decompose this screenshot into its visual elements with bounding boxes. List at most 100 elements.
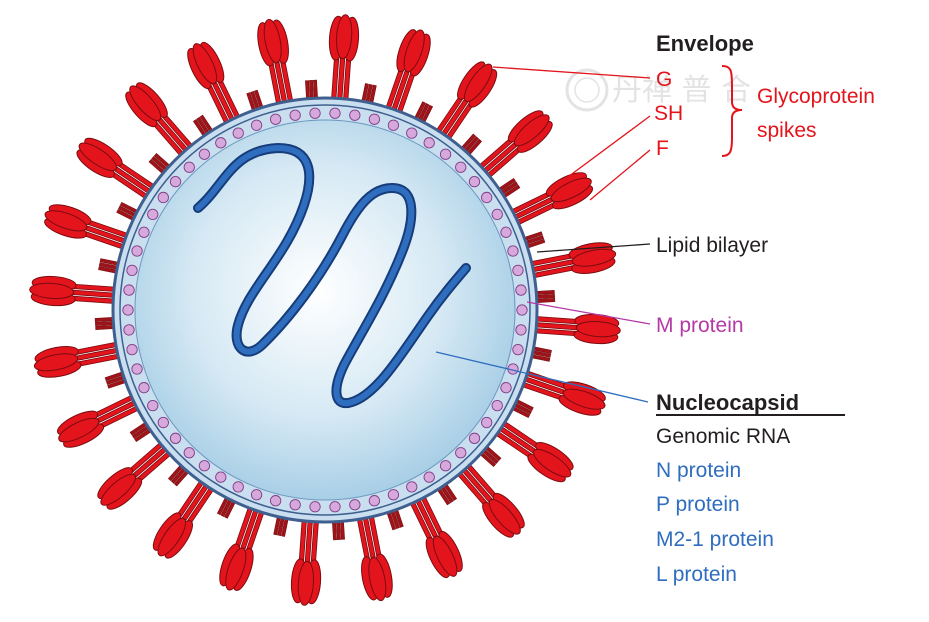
m-protein-bead bbox=[289, 499, 301, 511]
m-protein-bead bbox=[491, 399, 503, 412]
glycoprotein-spike bbox=[29, 275, 121, 307]
m-protein-bead bbox=[138, 226, 150, 238]
m-protein-bead bbox=[439, 148, 452, 160]
label-n-protein: N protein bbox=[656, 459, 741, 482]
leader-lipid bbox=[536, 243, 651, 253]
m-protein-bead bbox=[515, 324, 527, 336]
m-protein-bead bbox=[131, 245, 143, 257]
glycoprotein-spike bbox=[187, 41, 243, 129]
m-protein-bead bbox=[169, 176, 182, 188]
m-protein-bead bbox=[406, 481, 418, 493]
virion-core bbox=[134, 119, 516, 501]
glycoprotein-spike bbox=[125, 82, 197, 161]
label-p-protein: P protein bbox=[656, 493, 740, 516]
m-protein-bead bbox=[138, 382, 150, 394]
glycoprotein-spike bbox=[33, 340, 125, 378]
leader-g bbox=[492, 66, 651, 79]
m-protein-bead bbox=[368, 113, 381, 125]
m-protein-bead bbox=[131, 363, 143, 375]
m-protein-bead bbox=[232, 481, 244, 493]
label-glycoprotein: Glycoprotein bbox=[757, 85, 875, 108]
leader-f bbox=[589, 149, 651, 201]
m-protein-bead bbox=[481, 191, 493, 204]
glycoprotein-spike bbox=[525, 242, 617, 280]
label-nucleocapsid: Nucleocapsid bbox=[656, 390, 799, 415]
glycoprotein-spike bbox=[328, 14, 360, 106]
m-protein-bead bbox=[269, 113, 282, 125]
m-protein-bead bbox=[157, 416, 169, 429]
m-protein-bead bbox=[289, 109, 301, 121]
m-protein-bead bbox=[512, 344, 524, 356]
m-protein-bead bbox=[183, 161, 195, 173]
label-l-protein: L protein bbox=[656, 563, 737, 586]
m-protein-bead bbox=[349, 109, 361, 121]
m-protein-bead bbox=[250, 489, 263, 501]
m-protein-bead bbox=[309, 107, 321, 119]
label-g: G bbox=[656, 68, 672, 91]
m-protein-bead bbox=[516, 304, 528, 316]
m-protein-bead bbox=[515, 284, 527, 296]
watermark-text: 丹禅 普 合 bbox=[612, 73, 751, 108]
m-protein-bead bbox=[329, 501, 341, 513]
glycoprotein-spike bbox=[56, 392, 144, 448]
m-protein-bead bbox=[309, 501, 321, 513]
m-protein-bead bbox=[491, 208, 503, 221]
m-protein-bead bbox=[215, 471, 227, 483]
label-envelope: Envelope bbox=[656, 31, 754, 56]
m-protein-bead bbox=[123, 284, 135, 296]
glycoprotein-spike bbox=[219, 501, 267, 591]
leader-sh bbox=[552, 115, 651, 189]
m-protein-bead bbox=[349, 499, 361, 511]
label-genomic-rna: Genomic RNA bbox=[656, 425, 790, 448]
glycoprotein-spike bbox=[257, 18, 295, 110]
label-spikes: spikes bbox=[757, 119, 817, 142]
glycoprotein-spike bbox=[453, 459, 525, 538]
glycoprotein-spike bbox=[355, 510, 393, 602]
glycoprotein-spike bbox=[516, 368, 606, 416]
m-protein-bead bbox=[423, 137, 435, 149]
glycoprotein-spike bbox=[97, 438, 176, 510]
m-protein-bead bbox=[387, 489, 400, 501]
glycoprotein-spike bbox=[290, 514, 322, 606]
m-protein-bead bbox=[126, 344, 138, 356]
m-protein-bead bbox=[329, 107, 341, 119]
glycoprotein-spike bbox=[490, 417, 574, 483]
m-protein-bead bbox=[215, 137, 227, 149]
m-protein-bead bbox=[468, 176, 481, 188]
label-sh: SH bbox=[654, 102, 683, 125]
label-m21-protein: M2-1 protein bbox=[656, 528, 774, 551]
m-protein-bead bbox=[198, 460, 211, 472]
m-protein-bead bbox=[147, 208, 159, 221]
m-protein-bead bbox=[423, 471, 435, 483]
m-protein-bead bbox=[169, 432, 182, 444]
genomic-rna-strand-fill bbox=[195, 145, 469, 407]
glycoprotein-brace bbox=[721, 65, 743, 157]
m-protein-bead bbox=[439, 460, 452, 472]
m-protein-bead bbox=[157, 191, 169, 204]
m-protein-bead bbox=[147, 399, 159, 412]
m-protein-bead bbox=[368, 495, 381, 507]
m-protein-bead bbox=[232, 127, 244, 139]
m-protein-bead bbox=[455, 447, 467, 459]
m-protein-layer bbox=[122, 107, 528, 513]
m-protein-bead bbox=[468, 432, 481, 444]
leader-nucleocapsid bbox=[435, 351, 649, 403]
lipid-bilayer-inner bbox=[119, 104, 531, 516]
m-protein-bead bbox=[481, 416, 493, 429]
m-protein-bead bbox=[122, 304, 134, 316]
m-protein-bead bbox=[126, 264, 138, 276]
m-protein-bead bbox=[512, 264, 524, 276]
label-m-protein: M protein bbox=[656, 314, 744, 337]
glycoprotein-spike bbox=[76, 137, 160, 203]
m-protein-bead bbox=[500, 382, 512, 394]
glycoprotein-spike bbox=[432, 61, 498, 145]
m-protein-bead bbox=[406, 127, 418, 139]
glycoprotein-spike bbox=[506, 172, 594, 228]
m-protein-bead bbox=[387, 119, 400, 131]
glycoprotein-spike bbox=[529, 313, 621, 345]
m-protein-bead bbox=[269, 495, 282, 507]
m-protein-bead bbox=[198, 148, 211, 160]
glycoprotein-spike bbox=[474, 110, 553, 182]
m-protein-bead bbox=[500, 226, 512, 238]
